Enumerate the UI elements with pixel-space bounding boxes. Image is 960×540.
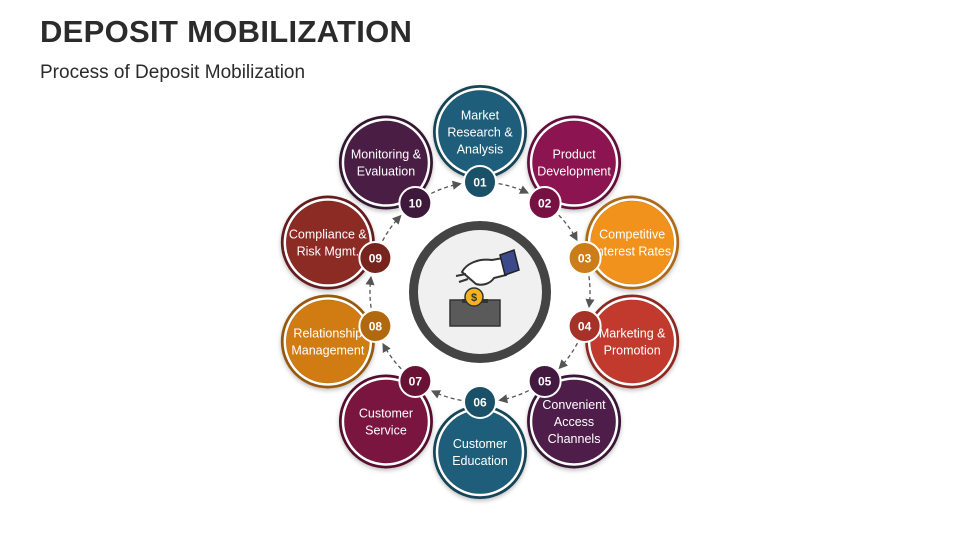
step-number-badge	[358, 241, 393, 276]
process-step-10: Monitoring & Evaluation 10	[338, 115, 433, 221]
step-circle-ring	[341, 377, 431, 466]
step-number-badge	[567, 241, 602, 276]
connector-arrow	[558, 342, 578, 370]
step-circle-ring	[529, 377, 619, 466]
step-label-line: Education	[452, 454, 508, 468]
step-circle	[438, 410, 522, 494]
connector-arrow	[365, 275, 375, 308]
step-circle	[438, 90, 522, 174]
connector-arrows	[365, 180, 595, 404]
coin-symbol: $	[471, 292, 477, 304]
step-label-line: Research &	[447, 126, 513, 140]
step-label-line: Evaluation	[357, 165, 415, 179]
step-circle	[344, 379, 428, 463]
step-label-line: Market	[461, 109, 500, 123]
step-label-line: Channels	[548, 432, 601, 446]
step-label-line: Risk Mgmt.	[297, 245, 360, 259]
process-step-04: Marketing & Promotion 04	[567, 294, 680, 389]
step-number-badge	[398, 363, 433, 398]
step-label-line: Compliance &	[289, 228, 367, 242]
step-label-line: Customer	[453, 437, 507, 451]
step-number: 06	[473, 395, 487, 409]
step-number-badge	[358, 308, 393, 343]
step-number: 09	[369, 251, 383, 265]
step-number-badge	[567, 308, 602, 343]
slide-title: DEPOSIT MOBILIZATION	[40, 14, 413, 49]
step-circle	[532, 379, 616, 463]
step-number-badge	[463, 165, 497, 199]
step-label-line: Customer	[359, 406, 413, 420]
step-number: 07	[409, 374, 423, 388]
connector-arrow	[585, 276, 595, 309]
step-circle	[286, 299, 370, 383]
step-number-badge	[527, 186, 562, 221]
step-label-line: Monitoring &	[351, 148, 422, 162]
step-label-line: Analysis	[457, 143, 504, 157]
step-circle	[344, 121, 428, 205]
step-circle-ring	[341, 118, 431, 207]
slide-subtitle: Process of Deposit Mobilization	[40, 62, 306, 83]
hand-depositing-coin-icon: $	[449, 249, 520, 327]
center-hub: $	[409, 221, 551, 363]
step-number-badge	[463, 385, 497, 419]
connector-arrow	[430, 390, 462, 402]
step-circle-ring	[529, 118, 619, 207]
step-number: 04	[578, 319, 592, 333]
step-label-line: Marketing &	[599, 326, 666, 340]
step-number-badge	[398, 186, 433, 221]
step-label-line: Interest Rates	[593, 245, 671, 259]
step-number: 10	[409, 196, 423, 210]
step-circle	[590, 201, 674, 285]
step-number: 03	[578, 251, 592, 265]
step-label-line: Development	[537, 165, 611, 179]
step-number: 05	[538, 374, 552, 388]
step-number-badge	[527, 363, 562, 398]
process-step-09: Compliance & Risk Mgmt. 09	[280, 195, 393, 290]
connector-arrow	[558, 214, 578, 242]
step-label-line: Promotion	[604, 343, 661, 357]
step-circle	[590, 299, 674, 383]
step-label-line: Convenient	[542, 398, 606, 412]
step-label-line: Product	[552, 148, 596, 162]
connector-arrow	[431, 180, 462, 194]
connector-arrow	[382, 342, 402, 370]
connector-arrow	[382, 214, 402, 242]
step-number: 02	[538, 196, 552, 210]
connector-arrow	[498, 390, 529, 404]
step-label-line: Service	[365, 423, 407, 437]
step-number: 01	[473, 175, 487, 189]
step-circle	[532, 121, 616, 205]
step-label-line: Competitive	[599, 228, 665, 242]
step-circle	[286, 201, 370, 285]
step-label-line: Management	[291, 343, 364, 357]
step-label-line: Access	[554, 415, 594, 429]
step-number: 08	[369, 319, 383, 333]
step-label-line: Relationship	[293, 326, 362, 340]
connector-arrow	[498, 182, 530, 194]
